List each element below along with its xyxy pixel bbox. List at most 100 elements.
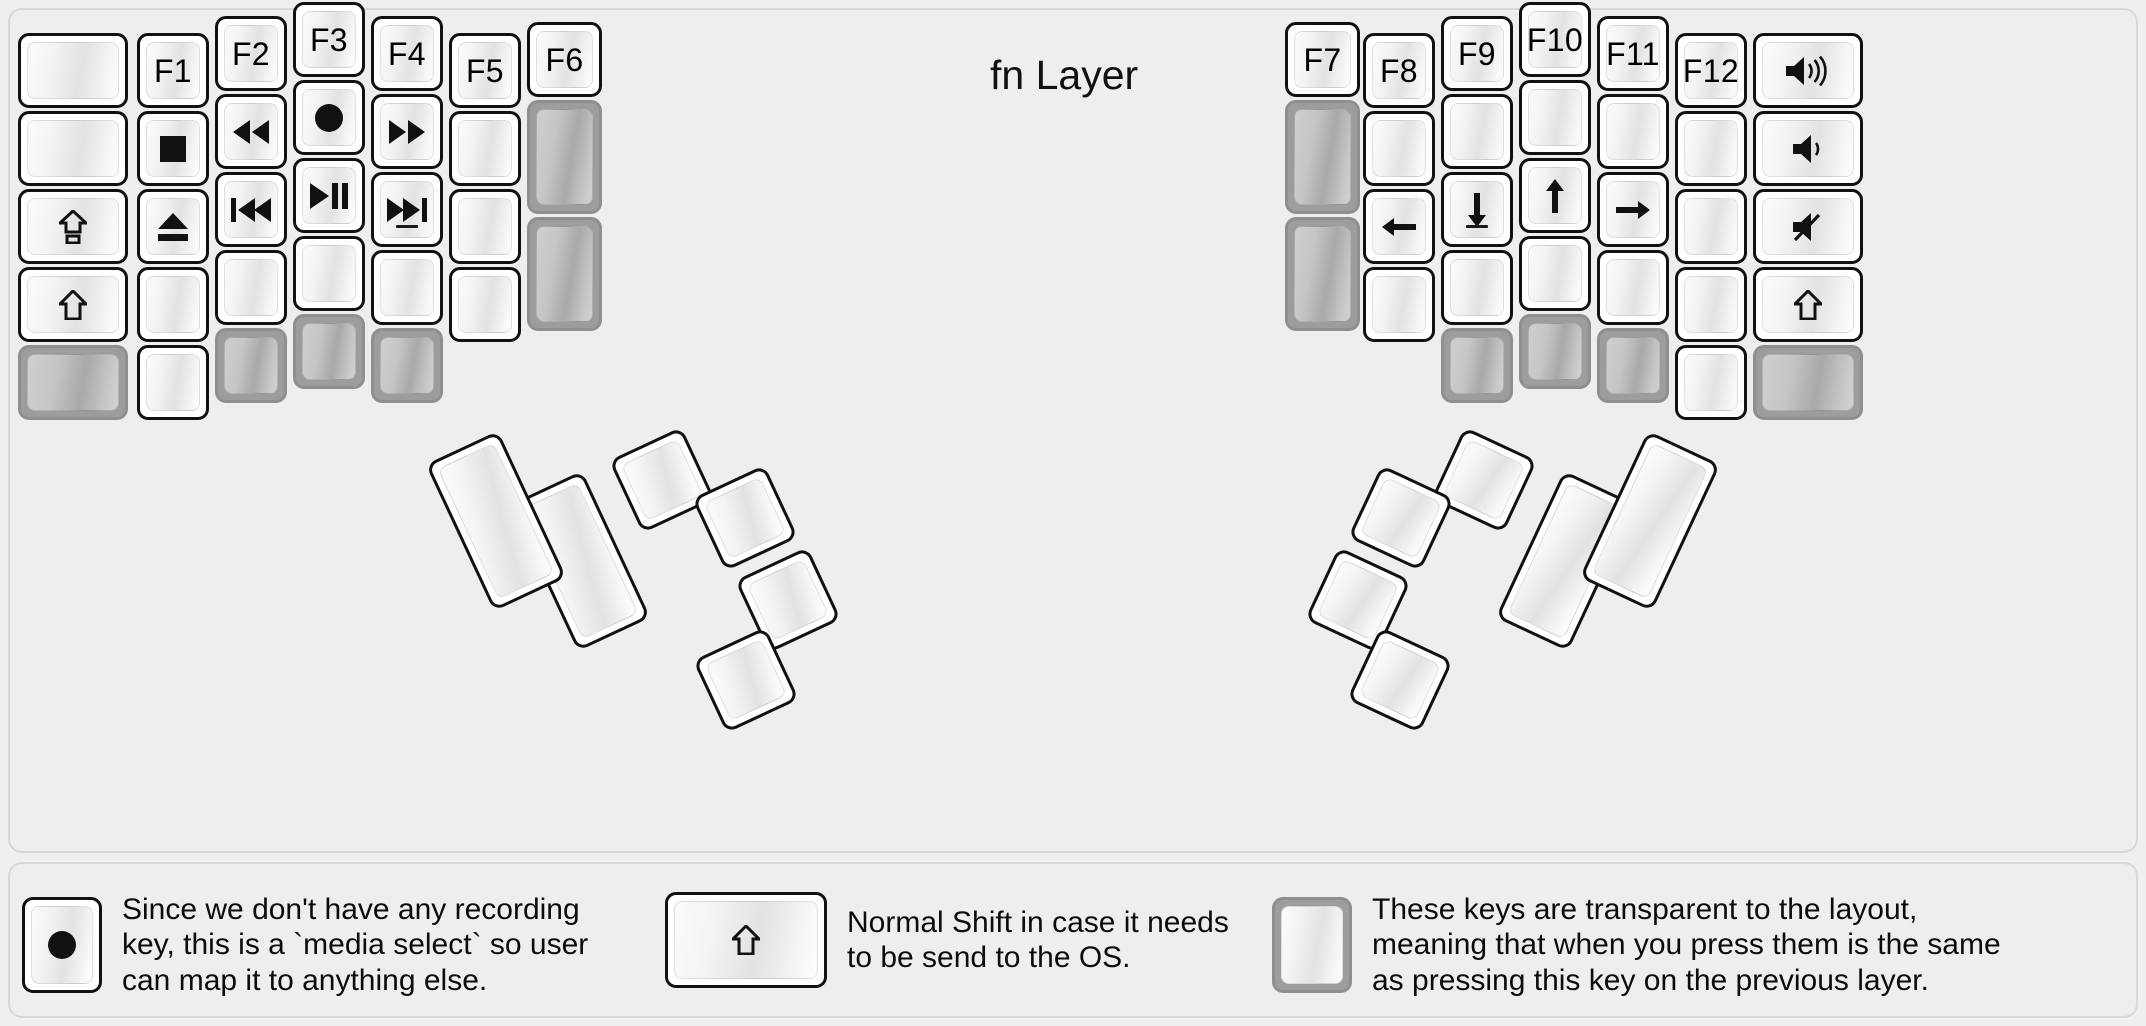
key-cap — [458, 276, 512, 333]
key-arrow-right[interactable] — [1597, 172, 1669, 247]
key-label: F10 — [1526, 21, 1583, 58]
key-media-previous[interactable] — [215, 172, 287, 247]
key-transparent[interactable] — [1519, 314, 1591, 389]
key-blank[interactable] — [1363, 111, 1435, 186]
key-f5[interactable]: F5 — [449, 33, 521, 108]
key-cap — [31, 906, 93, 985]
key-cap — [1450, 181, 1504, 238]
key-cap — [146, 198, 200, 255]
key-media-record[interactable] — [293, 80, 365, 155]
key-blank[interactable] — [1597, 250, 1669, 325]
key-cap — [1762, 198, 1855, 255]
key-blank[interactable] — [371, 250, 443, 325]
key-volume-mute[interactable] — [1753, 189, 1864, 264]
key-caps-lock[interactable] — [18, 189, 129, 264]
key-arrow-up[interactable] — [1519, 158, 1591, 233]
key-cap: F5 — [458, 42, 512, 99]
key-transparent[interactable] — [1441, 328, 1513, 403]
key-cap: F3 — [302, 11, 356, 68]
arrow-left-icon — [1381, 216, 1416, 238]
key-blank[interactable] — [1363, 267, 1435, 342]
key-cap: F6 — [536, 31, 593, 88]
key-cap — [1606, 259, 1660, 316]
key-blank[interactable] — [1675, 267, 1747, 342]
key-blank[interactable] — [215, 250, 287, 325]
key-media-stop[interactable] — [137, 111, 209, 186]
key-transparent[interactable] — [293, 314, 365, 389]
key-cap: F2 — [224, 25, 278, 82]
key-blank[interactable] — [1597, 94, 1669, 169]
key-media-eject[interactable] — [137, 189, 209, 264]
key-transparent[interactable] — [371, 328, 443, 403]
key-cap — [27, 42, 120, 99]
media-next-icon — [386, 197, 427, 222]
legend-description: These keys are transparent to the layout… — [1372, 893, 2001, 997]
key-f3[interactable]: F3 — [293, 2, 365, 77]
key-blank[interactable] — [449, 111, 521, 186]
key-media-fast-forward[interactable] — [371, 94, 443, 169]
key-cap — [224, 103, 278, 160]
key-blank[interactable] — [1441, 250, 1513, 325]
key-f10[interactable]: F10 — [1519, 2, 1591, 77]
key-f8[interactable]: F8 — [1363, 33, 1435, 108]
key-arrow-left[interactable] — [1363, 189, 1435, 264]
key-cap — [1762, 120, 1855, 177]
key-cap — [1762, 354, 1855, 411]
key-transparent[interactable] — [1285, 217, 1360, 331]
key-f6[interactable]: F6 — [527, 22, 602, 97]
key-cap — [302, 323, 356, 380]
key-blank[interactable] — [1675, 189, 1747, 264]
key-transparent[interactable] — [527, 217, 602, 331]
legend-item: Since we don't have any recording key, t… — [22, 892, 588, 998]
key-media-next[interactable] — [371, 172, 443, 247]
key-f9[interactable]: F9 — [1441, 16, 1513, 91]
media-rewind-icon — [232, 119, 269, 144]
key-transparent[interactable] — [527, 100, 602, 214]
key-cap: F4 — [380, 25, 434, 82]
key-blank[interactable] — [1441, 94, 1513, 169]
key-f12[interactable]: F12 — [1675, 33, 1747, 108]
key-media-play-pause[interactable] — [293, 158, 365, 233]
key-blank[interactable] — [137, 267, 209, 342]
key-cap — [1528, 167, 1582, 224]
key-shift[interactable] — [18, 267, 129, 342]
key-transparent[interactable] — [1285, 100, 1360, 214]
key-shift[interactable] — [1753, 267, 1864, 342]
key-blank[interactable] — [18, 111, 129, 186]
key-blank[interactable] — [1519, 236, 1591, 311]
key-cap — [1450, 103, 1504, 160]
key-cap — [146, 276, 200, 333]
legend-sample-key — [1272, 897, 1352, 994]
key-media-rewind[interactable] — [215, 94, 287, 169]
key-blank[interactable] — [1675, 111, 1747, 186]
media-eject-icon — [157, 212, 188, 241]
key-transparent[interactable] — [18, 345, 129, 420]
key-f11[interactable]: F11 — [1597, 16, 1669, 91]
key-volume-down[interactable] — [1753, 111, 1864, 186]
key-cap — [380, 337, 434, 394]
media-record-icon — [48, 931, 76, 960]
key-blank[interactable] — [137, 345, 209, 420]
key-arrow-down[interactable] — [1441, 172, 1513, 247]
key-f7[interactable]: F7 — [1285, 22, 1360, 97]
key-transparent[interactable] — [215, 328, 287, 403]
key-transparent[interactable] — [1753, 345, 1864, 420]
key-blank[interactable] — [18, 33, 129, 108]
key-f2[interactable]: F2 — [215, 16, 287, 91]
key-blank[interactable] — [449, 189, 521, 264]
key-volume-up[interactable] — [1753, 33, 1864, 108]
key-blank[interactable] — [449, 267, 521, 342]
key-f1[interactable]: F1 — [137, 33, 209, 108]
key-cap — [674, 901, 818, 979]
key-transparent[interactable] — [1597, 328, 1669, 403]
key-cap — [1358, 638, 1442, 722]
key-blank[interactable] — [1519, 80, 1591, 155]
key-sublegend-underscore — [395, 225, 418, 228]
key-blank[interactable] — [1675, 345, 1747, 420]
key-blank[interactable] — [293, 236, 365, 311]
legend-sample-key — [665, 892, 827, 988]
media-stop-icon — [159, 135, 186, 162]
key-cap — [27, 354, 120, 411]
key-f4[interactable]: F4 — [371, 16, 443, 91]
